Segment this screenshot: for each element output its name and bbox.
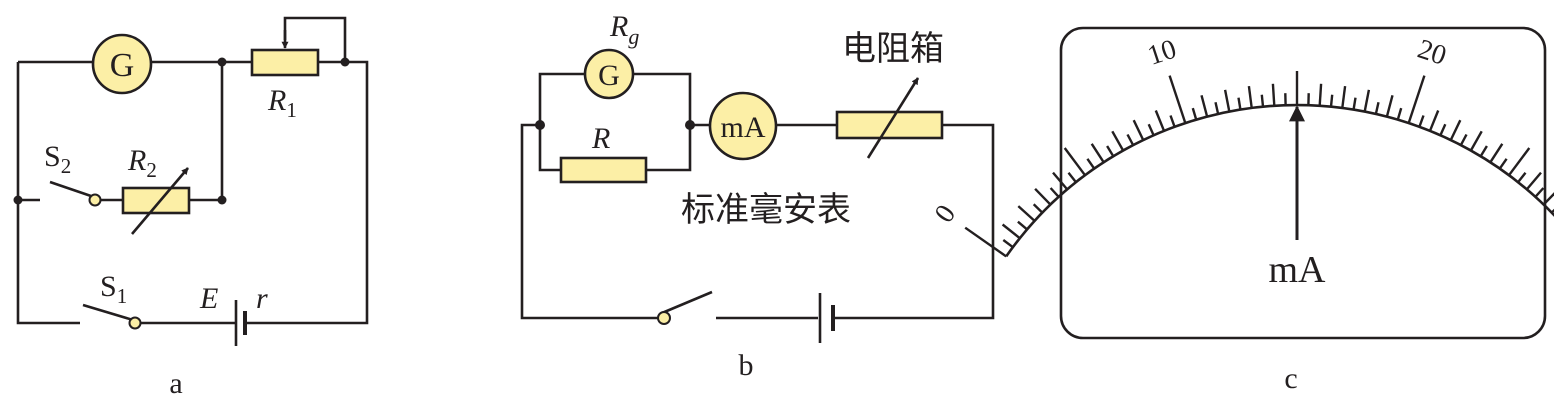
meter-tick — [1498, 158, 1508, 170]
meter-tick — [1479, 145, 1488, 157]
meter-tick — [1459, 133, 1468, 146]
meter-tick — [1032, 203, 1044, 214]
meter-tick — [1147, 123, 1155, 136]
meter-tick — [1329, 94, 1334, 107]
meter-tick — [1396, 107, 1403, 120]
meter-tick — [1001, 223, 1021, 240]
figure-b-junction — [535, 120, 545, 130]
meter-scale-arc — [1005, 103, 1554, 258]
figure-a-s1-contact — [128, 316, 142, 330]
meter-tick — [1052, 171, 1069, 191]
figure-a-r2-label: R2 — [127, 144, 157, 182]
figure-a-junction — [217, 195, 227, 205]
figure-b-rg-label: Rg — [609, 10, 639, 49]
figure-a-s2-label: S2 — [44, 140, 71, 178]
meter-tick — [1341, 85, 1347, 109]
meter-unit-label: mA — [1269, 249, 1327, 291]
meter-tick — [1449, 119, 1462, 141]
figure-b-shunt-resistor — [559, 156, 648, 184]
meter-tick — [1385, 94, 1394, 117]
meter-tick — [1154, 110, 1166, 132]
meter-tick — [1214, 101, 1220, 115]
meter-tick — [964, 226, 1007, 258]
figure-b-wires — [520, 72, 995, 320]
figure-a-galvanometer-symbol: G — [110, 47, 135, 84]
meter-tick — [1469, 130, 1483, 152]
meter-tick — [1489, 143, 1504, 163]
meter-tick — [1439, 123, 1447, 136]
figure-a-s1-label: S1 — [100, 270, 127, 308]
meter-tick — [1200, 94, 1209, 117]
figure-a-r1-resistor — [250, 48, 320, 77]
figure-b-standard-milliammeter-label: 标准毫安表 — [681, 190, 851, 230]
figure-a-r2-resistor — [121, 186, 191, 215]
figure-a-r2-variable-arrow — [131, 167, 189, 235]
figure-b-milliammeter-symbol: mA — [721, 111, 766, 144]
meter-tick — [1168, 75, 1187, 124]
meter-tick — [1126, 133, 1135, 146]
meter-scale-label-0: 0 — [929, 199, 962, 228]
meter-tick — [1002, 239, 1014, 249]
meter-tick — [1223, 89, 1231, 112]
meter-tick — [1049, 187, 1060, 198]
figure-b-r-label: R — [591, 122, 610, 155]
meter-tick — [1534, 187, 1545, 198]
meter-tick — [1063, 147, 1086, 176]
meter-tick — [1542, 192, 1554, 206]
meter-tick — [1086, 158, 1096, 170]
meter-tick — [1017, 205, 1036, 222]
figure-c: 0 10 20 30 mA c — [929, 26, 1554, 395]
figure-b-milliammeter — [708, 91, 778, 161]
meter-tick — [1525, 171, 1542, 191]
figure-b-resistance-box-label: 电阻箱 — [842, 29, 944, 69]
meter-tick — [1034, 187, 1052, 206]
figure-a-s2-contact — [88, 193, 102, 207]
meter-tick — [1260, 94, 1265, 107]
meter-tick — [1106, 145, 1115, 157]
figure-a-junction — [340, 57, 350, 67]
figure-a-junction — [217, 57, 227, 67]
meter-tick — [1169, 115, 1176, 128]
meter-tick — [1017, 220, 1028, 231]
meter-tick — [1428, 110, 1440, 132]
meter-tick — [1517, 172, 1527, 183]
figure-a-caption: a — [169, 367, 182, 400]
figure-a: G R1 R2 S2 S1 E r a — [13, 16, 369, 400]
figure-a-battery — [234, 300, 247, 346]
meter-tick — [1271, 83, 1276, 106]
figure-b-junction — [685, 120, 695, 130]
meter-scale-ticks — [964, 71, 1554, 258]
figure-a-junction — [13, 195, 23, 205]
figure-b-caption: b — [739, 349, 754, 382]
meter-face-frame — [1059, 26, 1547, 340]
figure-b-galvanometer-symbol: G — [598, 59, 620, 92]
meter-tick — [1090, 143, 1105, 163]
figure-a-emf-label: E — [199, 282, 218, 315]
meter-tick — [1508, 147, 1531, 176]
meter-tick — [1374, 101, 1380, 115]
meter-tick — [1318, 83, 1323, 106]
figure-b-switch-contact — [657, 311, 671, 325]
meter-tick — [1407, 75, 1426, 124]
meter-tick — [1191, 107, 1198, 120]
figure-c-caption: c — [1284, 362, 1297, 395]
meter-tick — [1352, 97, 1357, 110]
figure-b-resistance-box-arrow — [866, 77, 920, 159]
meter-tick — [1132, 119, 1145, 141]
meter-tick — [1418, 115, 1425, 128]
meter-tick — [1363, 89, 1371, 112]
meter-tick — [1550, 208, 1554, 214]
figure-b: G Rg R mA 电阻箱 标准毫安表 b — [520, 10, 995, 382]
meter-tick — [1247, 85, 1253, 109]
figure-a-internal-resistance-label: r — [256, 282, 268, 315]
meter-tick — [1111, 130, 1125, 152]
figure-a-galvanometer — [91, 33, 153, 95]
meter-tick — [1237, 97, 1242, 110]
meter-tick — [1067, 172, 1077, 183]
figure-b-galvanometer — [583, 48, 635, 100]
figure-b-battery — [818, 293, 835, 343]
figure-a-r1-label: R1 — [267, 84, 297, 122]
